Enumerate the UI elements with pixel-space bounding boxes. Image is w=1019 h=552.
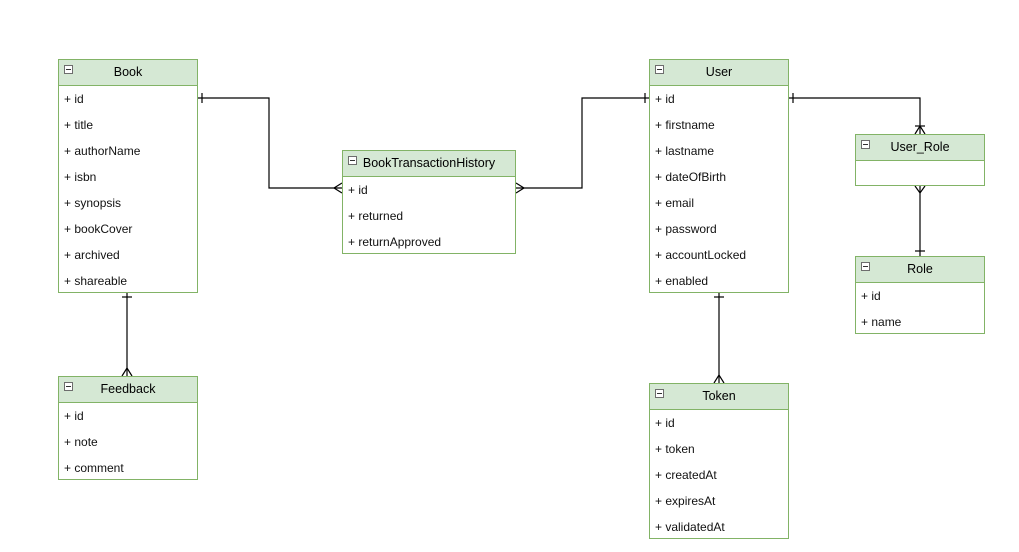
attribute: + title [64, 118, 94, 132]
marker-transaction-many-right [515, 182, 526, 194]
marker-userrole-many-top [914, 124, 926, 135]
entity-book-transaction-history[interactable]: BookTransactionHistory + id + returned +… [342, 150, 516, 254]
attribute: + id [64, 92, 84, 106]
attribute: + note [64, 435, 98, 449]
attribute: + id [655, 92, 675, 106]
attribute: + bookCover [64, 222, 133, 236]
entity-title: User [705, 65, 733, 79]
attribute: + password [655, 222, 717, 236]
attribute: + id [64, 409, 84, 423]
attribute: + returnApproved [348, 235, 442, 249]
attribute: + shareable [64, 274, 128, 288]
attribute: + id [861, 289, 881, 303]
attribute: + validatedAt [655, 520, 725, 534]
marker-userrole-many-bottom [914, 185, 926, 195]
entity-token[interactable]: Token + id + token + createdAt + expires… [649, 383, 789, 539]
entity-header[interactable]: User_Role [856, 135, 984, 161]
entity-user[interactable]: User + id + firstname + lastname + dateO… [649, 59, 789, 293]
entity-user-role[interactable]: User_Role [855, 134, 985, 186]
entity-title: Token [702, 389, 736, 403]
entity-title: BookTransactionHistory [362, 156, 496, 170]
attribute: + expiresAt [655, 494, 716, 508]
entity-title: User_Role [890, 140, 950, 154]
entity-title: Role [907, 262, 933, 276]
attribute: + accountLocked [655, 248, 747, 262]
entity-title: Book [113, 65, 143, 79]
marker-token-many [713, 373, 725, 384]
attribute: + enabled [655, 274, 709, 288]
attribute: + dateOfBirth [655, 170, 727, 184]
entity-header[interactable]: User [650, 60, 788, 86]
attribute: + comment [64, 461, 124, 475]
collapse-icon[interactable] [655, 389, 664, 398]
entity-header[interactable]: BookTransactionHistory [343, 151, 515, 177]
collapse-icon[interactable] [861, 262, 870, 271]
attribute: + synopsis [64, 196, 122, 210]
attribute: + id [655, 416, 675, 430]
collapse-icon[interactable] [861, 140, 870, 149]
entity-header[interactable]: Book [59, 60, 197, 86]
entity-feedback[interactable]: Feedback + id + note + comment [58, 376, 198, 480]
attribute: + lastname [655, 144, 715, 158]
entity-role[interactable]: Role + id + name [855, 256, 985, 334]
attribute: + firstname [655, 118, 715, 132]
attribute: + email [655, 196, 695, 210]
collapse-icon[interactable] [64, 65, 73, 74]
entity-header[interactable]: Role [856, 257, 984, 283]
attribute: + authorName [64, 144, 141, 158]
edge-user-userrole [789, 97, 921, 134]
attribute: + id [348, 183, 368, 197]
entity-header[interactable]: Feedback [59, 377, 197, 403]
edge-book-transaction [198, 97, 342, 189]
marker-transaction-many-left [332, 182, 343, 194]
entity-header[interactable]: Token [650, 384, 788, 410]
collapse-icon[interactable] [348, 156, 357, 165]
collapse-icon[interactable] [655, 65, 664, 74]
marker-feedback-many [121, 366, 133, 377]
attribute: + name [861, 315, 902, 329]
entity-book[interactable]: Book + id + title + authorName + isbn + … [58, 59, 198, 293]
attribute: + createdAt [655, 468, 717, 482]
entity-title: Feedback [100, 382, 156, 396]
attribute: + archived [64, 248, 120, 262]
attribute: + token [655, 442, 695, 456]
attribute: + isbn [64, 170, 97, 184]
collapse-icon[interactable] [64, 382, 73, 391]
entity-empty-body [856, 161, 984, 187]
attribute: + returned [348, 209, 404, 223]
edge-user-transaction [516, 97, 649, 189]
